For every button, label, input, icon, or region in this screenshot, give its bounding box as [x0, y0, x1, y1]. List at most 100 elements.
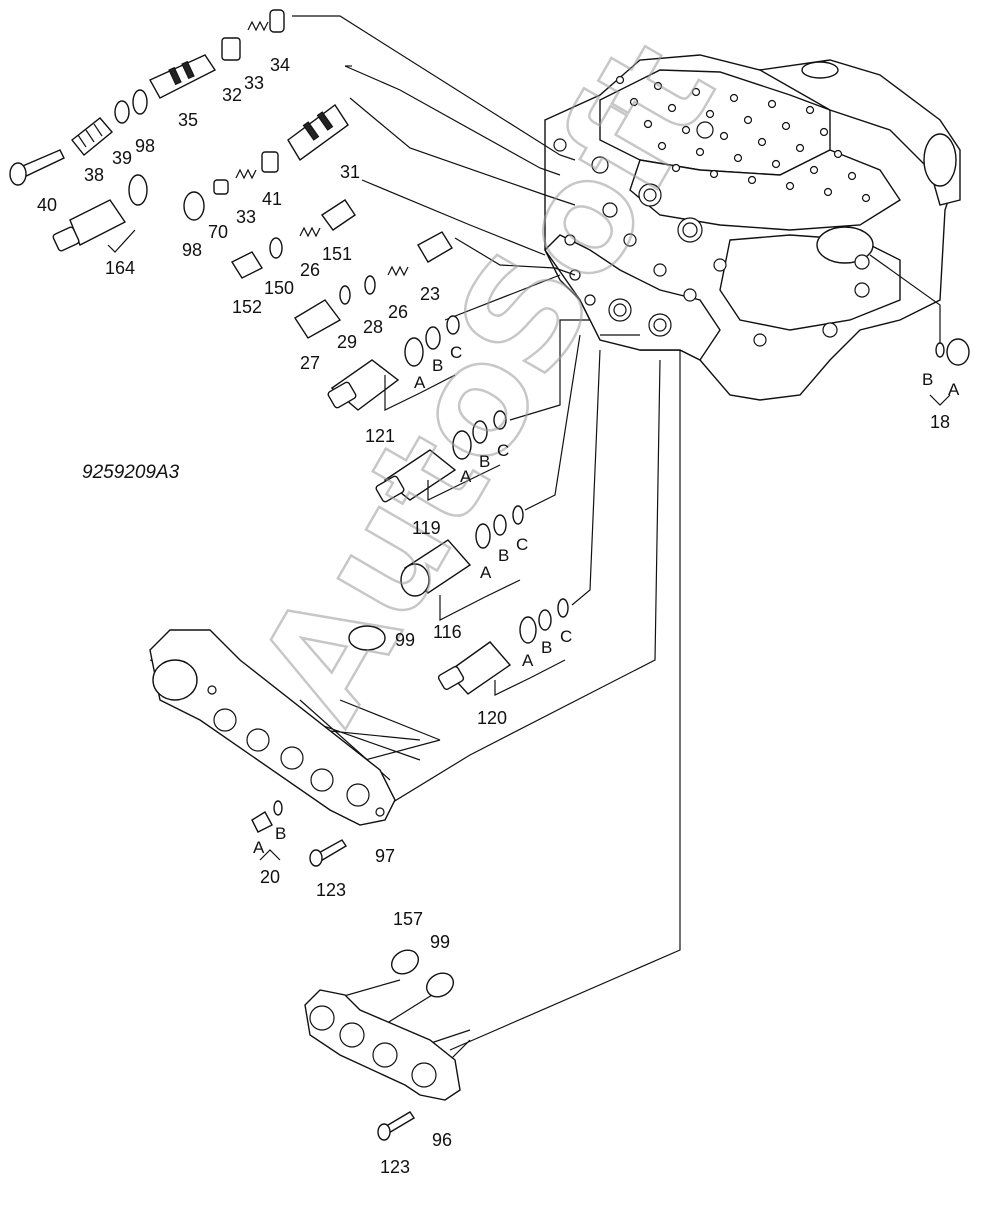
letter-c-116: C [516, 535, 528, 554]
ring-157 [390, 949, 420, 975]
bolt-hole [629, 97, 639, 107]
bolt-hole [833, 149, 843, 159]
cover-97 [149, 629, 396, 826]
callout-120: 120 [477, 708, 507, 728]
callout-40: 40 [37, 195, 57, 215]
bolt-hole [657, 141, 667, 151]
callout-98b: 98 [182, 240, 202, 260]
callout-70: 70 [208, 222, 228, 242]
letter-b-20: B [275, 824, 286, 843]
letter-a-121: A [414, 373, 426, 392]
ring-98a [132, 89, 148, 115]
bolt-hole [747, 175, 757, 185]
bolt-hole [771, 159, 781, 169]
callout-32: 32 [222, 85, 242, 105]
ring-28 [364, 275, 376, 295]
letter-c-119: C [497, 441, 509, 460]
callout-28: 28 [363, 317, 383, 337]
callout-39: 39 [112, 148, 132, 168]
relief-valve-164 [52, 199, 127, 252]
cover-96 [304, 989, 461, 1101]
ring-98-164 [128, 174, 148, 206]
callout-99b: 99 [430, 932, 450, 952]
bolt-hole [709, 169, 719, 179]
callout-157: 157 [393, 909, 423, 929]
callout-31: 31 [340, 162, 360, 182]
letter-c-121: C [450, 343, 462, 362]
letter-b-116: B [498, 546, 509, 565]
valve-116 [400, 505, 524, 597]
valve-120 [437, 598, 569, 695]
callout-96: 96 [432, 1130, 452, 1150]
spool-151 [320, 199, 356, 231]
callout-119: 119 [412, 518, 441, 538]
bolt-hole [695, 147, 705, 157]
bolt-hole [681, 125, 691, 135]
callout-26: 26 [300, 260, 320, 280]
callout-33: 33 [244, 73, 264, 93]
letter-a-120: A [522, 651, 534, 670]
bolt-hole [615, 75, 625, 85]
bolt-123a [309, 839, 347, 867]
bolt-hole [785, 181, 795, 191]
callout-23: 23 [420, 284, 440, 304]
callout-34: 34 [270, 55, 290, 75]
ring-150 [269, 237, 283, 259]
callout-116: 116 [433, 622, 462, 642]
ring-98b [183, 191, 205, 221]
bolt-hole [733, 153, 743, 163]
bolt-hole [729, 93, 739, 103]
letter-b-18: B [922, 370, 933, 389]
plug-70 [213, 179, 229, 195]
bolt-hole [767, 99, 777, 109]
letter-a-20: A [253, 838, 265, 857]
ring-99b [425, 972, 455, 998]
bolt-hole [781, 121, 791, 131]
spool-35 [149, 54, 217, 99]
callout-121: 121 [365, 426, 395, 446]
spring-38 [71, 117, 113, 156]
letter-c-120: C [560, 627, 572, 646]
callout-98: 98 [135, 136, 155, 156]
bolt-hole [805, 105, 815, 115]
callout-164: 164 [105, 258, 135, 278]
bolt-hole [819, 127, 829, 137]
drawing-code: 9259209A3 [82, 462, 180, 483]
callout-18: 18 [930, 412, 950, 432]
bolt-40 [9, 149, 65, 186]
bolt-hole [861, 193, 871, 203]
letter-b-119: B [479, 452, 490, 471]
bolt-123b [377, 1111, 415, 1141]
group-brackets [107, 229, 951, 861]
bolt-hole [795, 143, 805, 153]
bolt-hole [691, 87, 701, 97]
letter-a-116: A [480, 563, 492, 582]
callout-123: 123 [316, 880, 346, 900]
washer-39 [114, 100, 130, 124]
plug-20 [251, 800, 283, 833]
bolt-hole [719, 131, 729, 141]
callout-123b: 123 [380, 1157, 410, 1177]
seal-letters: A B C A B C A B C A B C B A B A [253, 343, 960, 857]
callout-20: 20 [260, 867, 280, 887]
callout-152: 152 [232, 297, 262, 317]
callout-35: 35 [178, 110, 198, 130]
bolt-hole [743, 115, 753, 125]
letter-a-18: A [948, 380, 960, 399]
plug-152 [230, 251, 264, 279]
bolt-hole [757, 137, 767, 147]
callout-33b: 33 [236, 207, 256, 227]
spool-34 [269, 9, 285, 33]
retainer-32 [221, 37, 241, 61]
callout-29: 29 [337, 332, 357, 352]
callout-99: 99 [395, 630, 415, 650]
spring-33 [247, 20, 269, 32]
spring-26b [387, 265, 409, 277]
callout-97: 97 [375, 846, 395, 866]
spool-23 [417, 231, 453, 263]
bolt-hole [667, 103, 677, 113]
ring-29 [339, 285, 351, 305]
callout-41: 41 [262, 189, 282, 209]
spring-33b [235, 168, 257, 180]
